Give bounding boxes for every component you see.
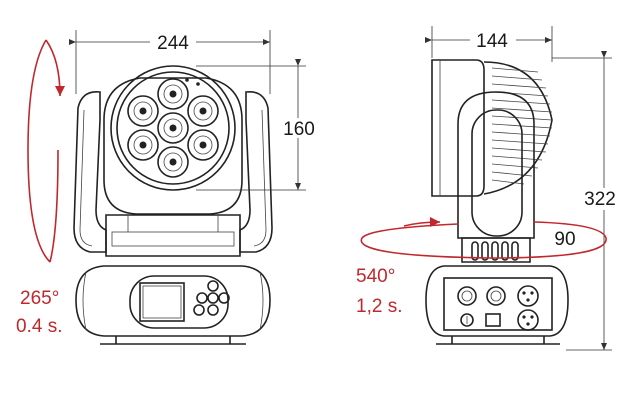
power-out-connector (486, 286, 506, 306)
button-left (196, 292, 208, 304)
dim-label-base-depth: 90 (554, 229, 575, 250)
dmx-in-connector (517, 285, 539, 307)
led-top (157, 78, 189, 110)
dim-label-head-height: 160 (283, 119, 315, 140)
led-lower-right (187, 129, 219, 161)
led-lower-left (127, 129, 159, 161)
button-up (207, 280, 219, 292)
front-yoke-plate (105, 214, 241, 257)
control-buttons (193, 280, 230, 316)
dim-label-width: 244 (157, 33, 189, 54)
side-head-front-disc (431, 59, 485, 197)
front-lens-plate (116, 71, 230, 185)
led-bottom (157, 146, 189, 178)
button-enter (207, 292, 219, 304)
rear-connector-panel (443, 277, 553, 331)
fuse-holder (460, 313, 474, 327)
led-upper-right (187, 95, 219, 127)
front-base (75, 265, 271, 337)
front-lens-outer-ring (110, 65, 236, 191)
tilt-time-label: 0.4 s. (16, 316, 62, 337)
button-menu (193, 304, 205, 316)
side-yoke-arm (457, 91, 535, 239)
dmx-out-connector (517, 309, 539, 331)
power-switch (485, 313, 501, 327)
power-in-connector (457, 286, 477, 306)
side-yoke-recess (471, 109, 523, 237)
front-yoke-right-arm (239, 91, 273, 253)
pan-angle-label: 540° (356, 266, 395, 287)
pan-rotation-arrow (360, 221, 607, 259)
front-view: 244 160 265° 0.4 s. (16, 30, 320, 345)
led-upper-left (127, 95, 159, 127)
front-led-cluster (127, 78, 219, 178)
button-down (207, 304, 219, 316)
front-yoke-left-arm (73, 91, 107, 253)
front-head-body (103, 77, 243, 215)
side-view: 144 322 90 540° 1,2 s. (356, 26, 622, 351)
button-right (218, 292, 230, 304)
tilt-rotation-arrow (27, 39, 51, 263)
led-center (157, 112, 189, 144)
side-base (425, 265, 569, 337)
dim-label-depth: 144 (476, 31, 508, 52)
dim-label-total-height: 322 (584, 189, 616, 210)
pan-time-label: 1,2 s. (356, 296, 402, 317)
tilt-angle-label: 265° (20, 288, 59, 309)
display-screen (139, 282, 185, 322)
